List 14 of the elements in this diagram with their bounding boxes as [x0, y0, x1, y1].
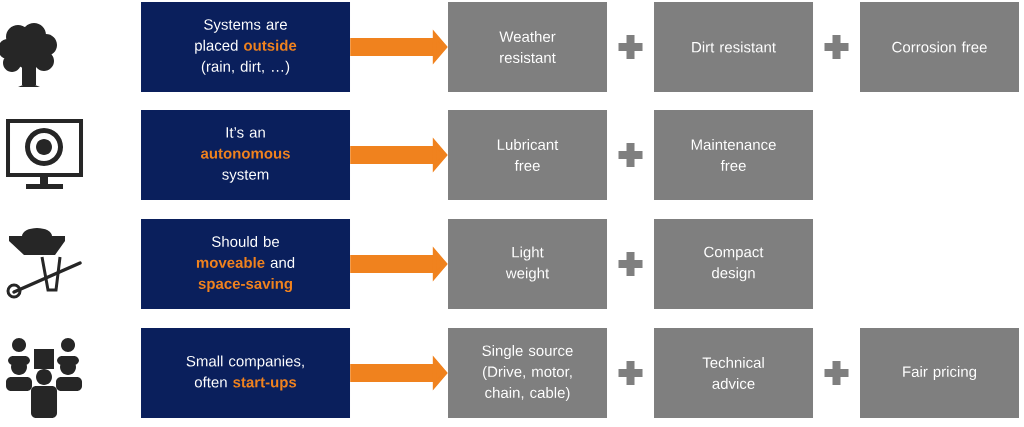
feature-box: Light weight [448, 219, 607, 309]
feature-box: Fair pricing [860, 328, 1019, 418]
feature-box: Dirt resistant [654, 2, 813, 92]
feature-box: Corrosion free [860, 2, 1019, 92]
feature-box: Lubricant free [448, 110, 607, 200]
requirement-box: Small companies, often start-ups [141, 328, 350, 418]
feature-box: Single source (Drive, motor, chain, cable) [448, 328, 607, 418]
requirement-box: It’s an autonomous system [141, 110, 350, 200]
feature-box: Weather resistant [448, 2, 607, 92]
feature-box: Maintenance free [654, 110, 813, 200]
feature-box: Compact design [654, 219, 813, 309]
requirement-box: Systems are placed outside (rain, dirt, …) [141, 2, 350, 92]
requirement-box: Should be moveable and space-saving [141, 219, 350, 309]
feature-box: Technical advice [654, 328, 813, 418]
